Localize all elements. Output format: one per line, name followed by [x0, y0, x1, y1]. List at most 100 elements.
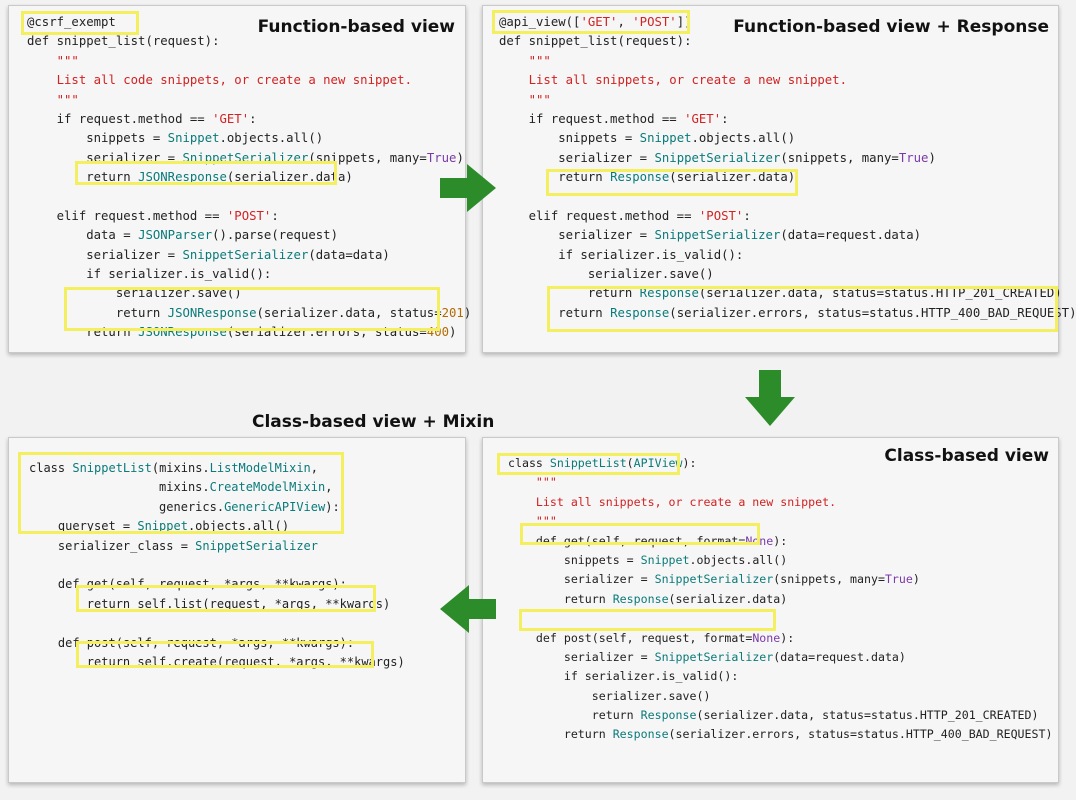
- code-line: return JSONResponse(serializer.data, sta…: [27, 304, 471, 323]
- arrow-right-icon: [440, 164, 496, 212]
- code-token: return: [27, 305, 168, 320]
- code-token: 'GET': [212, 111, 250, 126]
- code-token: serializer =: [508, 572, 655, 587]
- code-token: """: [535, 514, 557, 529]
- code-line: serializer = SnippetSerializer(snippets,…: [499, 149, 1076, 168]
- code-line: snippets = Snippet.objects.all(): [508, 551, 1052, 570]
- code-token: ,: [325, 480, 333, 495]
- code-token: List all snippets, or create a new snipp…: [535, 494, 837, 509]
- code-line: serializer.save(): [27, 284, 471, 303]
- code-token: 'POST': [632, 15, 677, 29]
- code-token: ):: [773, 533, 788, 548]
- code-token: snippets =: [499, 131, 640, 146]
- code-token: data =: [27, 228, 139, 243]
- code-token: serializer =: [27, 247, 183, 262]
- code-line: serializer = SnippetSerializer(data=requ…: [499, 226, 1076, 245]
- code-token: SnippetSerializer: [182, 150, 309, 165]
- code-line: if serializer.is_valid():: [499, 246, 1076, 265]
- code-token: JSONResponse: [138, 325, 227, 340]
- code-line: """: [508, 512, 1052, 531]
- code-token: GenericAPIView: [224, 499, 326, 514]
- code-block: class SnippetList(APIView): """ List all…: [508, 454, 1052, 745]
- code-token: """: [528, 53, 551, 68]
- code-line: return self.list(request, *args, **kwarg…: [29, 595, 405, 614]
- code-token: snippets =: [508, 552, 641, 567]
- code-token: [508, 514, 536, 528]
- code-token: None: [752, 630, 781, 645]
- code-line: serializer = SnippetSerializer(data=data…: [27, 246, 471, 265]
- code-token: .objects.all(): [219, 131, 324, 146]
- code-token: serializer =: [499, 150, 655, 165]
- code-line: return Response(serializer.data): [499, 168, 1076, 187]
- code-line: def get(self, request, *args, **kwargs):: [29, 575, 405, 594]
- code-token: Response: [610, 170, 670, 185]
- code-line: def post(self, request, *args, **kwargs)…: [29, 634, 405, 653]
- code-token: [27, 93, 57, 107]
- code-token: ):: [325, 499, 340, 514]
- code-token: SnippetSerializer: [654, 228, 781, 243]
- code-token: (serializer.data): [226, 170, 353, 185]
- code-line: serializer = SnippetSerializer(snippets,…: [27, 149, 471, 168]
- code-line: ​: [29, 556, 405, 575]
- code-token: return: [508, 708, 641, 723]
- code-token: Snippet: [639, 131, 692, 146]
- code-line: ​: [508, 609, 1052, 628]
- code-line: serializer.save(): [508, 687, 1052, 706]
- code-token: ): [463, 305, 472, 320]
- code-token: class: [29, 461, 73, 475]
- panel-function-based-view-response: Function-based view + Response @api_view…: [482, 5, 1076, 353]
- code-token: [508, 495, 536, 509]
- code-line: def post(self, request, format=None):: [508, 629, 1052, 648]
- code-token: """: [535, 475, 557, 490]
- code-token: class: [508, 456, 550, 470]
- code-line: return Response(serializer.data, status=…: [499, 284, 1076, 303]
- code-line: List all snippets, or create a new snipp…: [508, 493, 1052, 512]
- code-token: [27, 54, 57, 68]
- code-token: :: [271, 208, 279, 223]
- code-token: JSONResponse: [138, 170, 227, 185]
- code-token: ): [928, 150, 936, 165]
- code-token: .objects.all(): [689, 552, 788, 567]
- code-token: return: [508, 591, 613, 606]
- code-token: return: [508, 727, 613, 742]
- code-line: return Response(serializer.data, status=…: [508, 706, 1052, 725]
- code-line: ​: [29, 614, 405, 633]
- code-line: """: [499, 91, 1076, 110]
- code-token: ListModelMixin: [209, 461, 311, 475]
- code-token: def snippet_list(request):: [27, 34, 220, 49]
- code-token: Response: [639, 286, 699, 301]
- code-token: [499, 54, 529, 68]
- code-token: return: [499, 305, 611, 320]
- code-token: 'GET': [580, 15, 618, 29]
- code-token: SnippetList: [72, 461, 152, 475]
- code-token: None: [745, 533, 774, 548]
- code-token: (snippets, many=: [308, 150, 427, 165]
- code-token: ,: [310, 461, 319, 475]
- code-token: ):: [780, 630, 795, 645]
- code-token: if serializer.is_valid():: [508, 669, 739, 684]
- code-block: class SnippetList(mixins.ListModelMixin,…: [29, 459, 405, 672]
- panel-title: Function-based view: [257, 17, 455, 37]
- code-token: serializer.save(): [499, 267, 714, 282]
- code-token: def post(self, request, format=: [508, 630, 753, 645]
- code-line: return JSONResponse(serializer.errors, s…: [27, 323, 471, 342]
- code-token: [499, 73, 529, 87]
- code-token: :: [721, 111, 729, 126]
- code-token: :: [249, 111, 257, 126]
- code-token: return self.create(request, *args, **kwa…: [29, 654, 405, 669]
- code-line: def get(self, request, format=None):: [508, 532, 1052, 551]
- code-line: """: [27, 91, 471, 110]
- code-token: serializer_class =: [29, 538, 196, 553]
- code-token: JSONResponse: [167, 305, 257, 320]
- code-token: 'GET': [684, 111, 722, 126]
- code-token: serializer.save(): [508, 688, 711, 703]
- code-line: @api_view(['GET', 'POST']): [499, 13, 1076, 32]
- code-token: (serializer.data, status=status.HTTP_201…: [696, 708, 1039, 723]
- code-token: ): [449, 325, 457, 340]
- code-token: .objects.all(): [187, 519, 290, 534]
- code-token: Snippet: [167, 131, 220, 146]
- code-line: elif request.method == 'POST':: [27, 207, 471, 226]
- code-token: ): [456, 150, 464, 165]
- code-block: @api_view(['GET', 'POST'])def snippet_li…: [499, 13, 1076, 323]
- code-token: [508, 475, 536, 489]
